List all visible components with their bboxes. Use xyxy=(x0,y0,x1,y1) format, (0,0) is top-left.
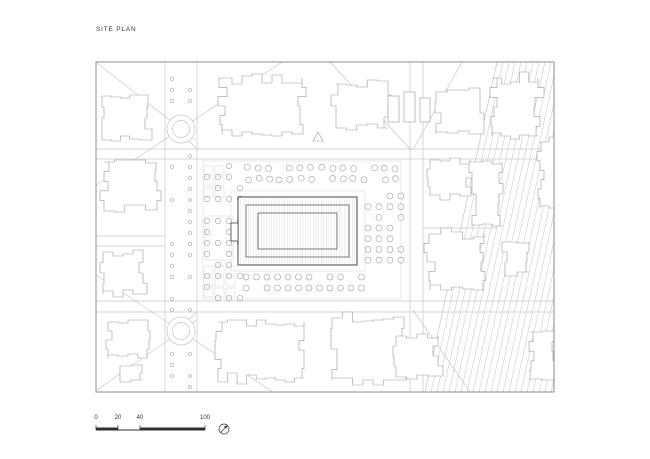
scale-bar xyxy=(95,425,206,431)
buildings xyxy=(99,71,554,386)
scale-label-20: 20 xyxy=(114,415,122,421)
north-arrow-icon xyxy=(218,423,230,435)
scale-label-40: 40 xyxy=(136,415,144,421)
trees xyxy=(170,77,405,389)
plan-area xyxy=(96,62,554,392)
main-building xyxy=(230,196,358,266)
scale-label-100: 100 xyxy=(199,415,211,421)
plaza-paths xyxy=(202,160,402,300)
drawing-title: SITE PLAN xyxy=(96,26,137,33)
plan-frame xyxy=(95,61,555,393)
scale-label-0: 0 xyxy=(94,415,98,421)
